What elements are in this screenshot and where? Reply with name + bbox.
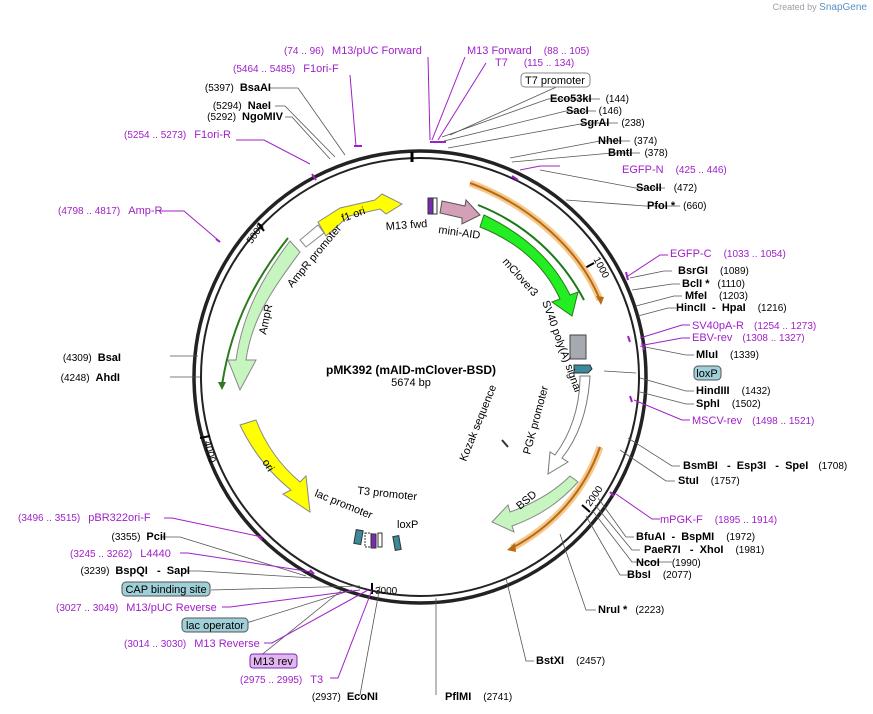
label-ori: ori: [259, 457, 276, 474]
feature-mclover3[interactable]: mClover3: [477, 204, 585, 317]
label-t3-promoter: T3 promoter: [357, 485, 418, 503]
primer-labels: (74 .. 96)M13/pUC Forward (5464 .. 5485)…: [18, 45, 816, 686]
primer-lines: [160, 56, 690, 679]
site-stui[interactable]: StuI(1757): [678, 475, 740, 487]
tick-4000: 4000: [201, 440, 217, 465]
created-by-text: Created by: [772, 2, 817, 12]
primer-m13-reverse[interactable]: (3014 .. 3030)M13 Reverse: [124, 638, 260, 650]
box-loxp[interactable]: loxP: [693, 365, 722, 381]
label-m13-fwd: M13 fwd: [385, 218, 427, 233]
site-hindiii[interactable]: HindIII(1432): [696, 385, 771, 397]
svg-text:lac operator: lac operator: [186, 620, 244, 632]
primer-t3[interactable]: (2975 .. 2995)T3: [240, 674, 323, 686]
site-pfoi[interactable]: PfoI *(660): [647, 200, 706, 212]
feature-bsd[interactable]: BSD: [491, 475, 579, 533]
primer-ebv-rev[interactable]: EBV-rev(1308 .. 1327): [692, 332, 805, 344]
feature-ori[interactable]: ori: [239, 419, 311, 514]
box-cap-binding-site[interactable]: CAP binding site: [121, 581, 211, 597]
svg-text:M13 rev: M13 rev: [253, 656, 293, 668]
site-ahdi[interactable]: (4248)AhdI: [61, 372, 120, 384]
feature-kozak[interactable]: Kozak sequence: [458, 383, 509, 463]
primer-amp-r[interactable]: (4798 .. 4817)Amp-R: [58, 205, 163, 217]
box-lac-operator[interactable]: lac operator: [181, 617, 249, 633]
site-bstxi[interactable]: BstXI(2457): [536, 655, 605, 667]
site-pflmi[interactable]: PflMI(2741): [445, 691, 512, 703]
feature-m13-fwd[interactable]: M13 fwd: [385, 197, 438, 233]
primer-m13-forward[interactable]: M13 Forward(88 .. 105): [467, 45, 589, 57]
site-bspqi-sapi[interactable]: (3239)BspQI - SapI: [81, 565, 190, 577]
feature-arc-top: [468, 179, 604, 302]
feature-ampr[interactable]: AmpR: [218, 237, 301, 392]
site-ncoi[interactable]: NcoI(1990): [636, 557, 701, 569]
site-bcli[interactable]: BclI *(1110): [682, 278, 745, 290]
label-mini-aid: mini-AID: [438, 224, 481, 242]
primer-f1ori-r[interactable]: (5254 .. 5273)F1ori-R: [124, 129, 231, 141]
site-sphi[interactable]: SphI(1502): [696, 398, 761, 410]
site-bbsi[interactable]: BbsI(2077): [627, 569, 692, 581]
feature-small-cluster[interactable]: lac promoter T3 promoter loxP: [313, 485, 419, 551]
feature-mini-aid[interactable]: mini-AID: [438, 198, 481, 242]
tick-3000: 3000: [375, 586, 398, 597]
site-naei[interactable]: (5294)NaeI: [213, 100, 271, 112]
site-sgrai[interactable]: SgrAI(238): [580, 117, 645, 129]
site-saci[interactable]: SacI(146): [566, 105, 622, 117]
site-eco53ki[interactable]: Eco53kI(144): [550, 93, 629, 105]
primer-egfp-n[interactable]: EGFP-N(425 .. 446): [622, 164, 727, 176]
primer-egfp-c[interactable]: EGFP-C(1033 .. 1054): [670, 248, 786, 260]
label-mclover3: mClover3: [500, 256, 540, 299]
svg-text:T7 promoter: T7 promoter: [525, 75, 585, 87]
site-nrui[interactable]: NruI *(2223): [598, 604, 664, 616]
site-hincii-hpai[interactable]: HincII - HpaI(1216): [676, 302, 787, 314]
site-bsmbi-esp3i-spei[interactable]: BsmBI - Esp3I - SpeI(1708): [683, 460, 847, 472]
boxed-labels: T7 promoter loxP CAP binding site lac op…: [121, 72, 722, 669]
site-sacii[interactable]: SacII(472): [636, 182, 697, 194]
primer-pbr322ori-f[interactable]: (3496 .. 3515)pBR322ori-F: [18, 512, 151, 524]
site-pcii[interactable]: (3355)PciI: [112, 531, 166, 543]
tick-1000: 1000: [591, 255, 611, 280]
primer-f1ori-f[interactable]: (5464 .. 5485)F1ori-F: [233, 63, 339, 75]
snapgene-logo: SnapGene: [819, 2, 867, 13]
site-bsrgi[interactable]: BsrGI(1089): [678, 265, 749, 277]
site-ngomiv[interactable]: (5292)NgoMIV: [207, 111, 284, 123]
svg-text:CAP binding site: CAP binding site: [125, 584, 206, 596]
label-pgk-promoter: PGK promoter: [521, 384, 551, 455]
tick-5000: 5000: [245, 221, 267, 246]
primer-m13-puc-forward[interactable]: (74 .. 96)M13/pUC Forward: [284, 45, 422, 57]
primer-mscv-rev[interactable]: MSCV-rev(1498 .. 1521): [692, 415, 814, 427]
site-mlui[interactable]: MluI(1339): [696, 349, 759, 361]
svg-text:loxP: loxP: [696, 368, 717, 380]
feature-pgk-promoter[interactable]: PGK promoter: [521, 375, 591, 475]
primer-l4440[interactable]: (3245 .. 3262)L4440: [70, 548, 171, 560]
box-m13-rev[interactable]: M13 rev: [249, 653, 298, 669]
label-kozak: Kozak sequence: [458, 383, 500, 463]
site-mfei[interactable]: MfeI(1203): [685, 290, 748, 302]
plasmid-size: 5674 bp: [391, 377, 431, 389]
site-nhei[interactable]: NheI(374): [598, 135, 657, 147]
primer-mpgk-f[interactable]: mPGK-F(1895 .. 1914): [660, 514, 777, 526]
site-bsaai[interactable]: (5397)BsaAI: [205, 82, 271, 94]
site-bfuai-bspmi[interactable]: BfuAI - BspMI(1972): [636, 531, 755, 543]
site-bsai[interactable]: (4309)BsaI: [63, 352, 121, 364]
label-lines: [162, 79, 694, 696]
primer-sv40pa-r[interactable]: SV40pA-R(1254 .. 1273): [692, 320, 816, 332]
site-paer7i-xhoi[interactable]: PaeR7I - XhoI(1981): [644, 544, 764, 556]
primer-t7[interactable]: T7(115 .. 134): [495, 57, 574, 69]
snapgene-branding: Created by SnapGene: [773, 2, 867, 13]
plasmid-name: pMK392 (mAID-mClover-BSD): [326, 363, 496, 377]
restriction-sites: (5397)BsaAI (5294)NaeI (5292)NgoMIV Eco5…: [61, 82, 848, 703]
box-t7-promoter[interactable]: T7 promoter: [520, 72, 591, 88]
site-econi[interactable]: (2937)EcoNI: [312, 691, 378, 703]
label-loxp-lower: loxP: [397, 519, 418, 531]
primer-m13-puc-reverse[interactable]: (3027 .. 3049)M13/pUC Reverse: [56, 602, 217, 614]
site-bmti[interactable]: BmtI(378): [608, 147, 668, 159]
